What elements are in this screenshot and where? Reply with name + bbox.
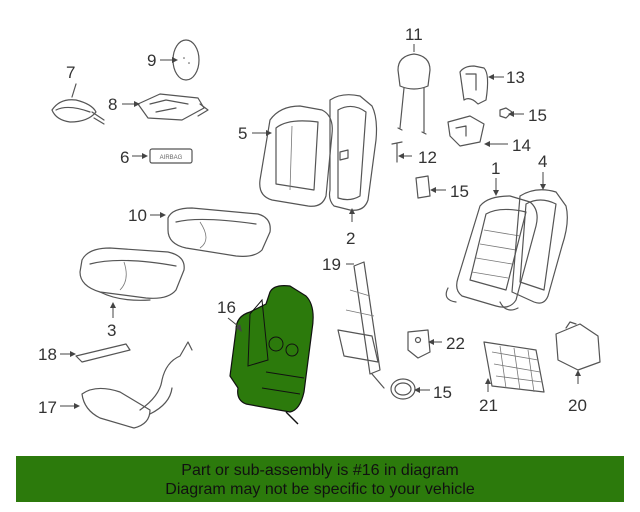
callout-15-low-label: 15: [433, 383, 452, 402]
callout-18: 18: [38, 345, 76, 364]
part-18-rail[interactable]: [75, 343, 131, 363]
callout-13: 13: [488, 68, 525, 87]
callout-15-top: 15: [508, 106, 547, 125]
part-8-bracket[interactable]: [137, 93, 209, 121]
callout-18-label: 18: [38, 345, 57, 364]
callout-1: 1: [491, 159, 500, 196]
part-10-seat-cushion[interactable]: [167, 207, 271, 257]
callout-6: 6: [120, 148, 148, 167]
callout-19-label: 19: [322, 255, 341, 274]
callout-21: 21: [479, 378, 498, 415]
part-20-module-box[interactable]: [555, 321, 601, 371]
part-21-grid-panel[interactable]: [483, 341, 545, 393]
callout-6-label: 6: [120, 148, 129, 167]
callout-4: 4: [538, 152, 547, 190]
callout-16: 16 16: [217, 298, 242, 332]
callout-5: 5: [238, 124, 272, 143]
part-15-ring[interactable]: [390, 378, 416, 400]
callout-17: 17: [38, 398, 80, 417]
callout-20: 20: [568, 370, 587, 415]
callout-5-label: 5: [238, 124, 247, 143]
callout-22: 22: [428, 334, 465, 353]
callout-17-label: 17: [38, 398, 57, 417]
part-7-handle[interactable]: [51, 83, 105, 125]
callout-8: 8: [108, 95, 140, 114]
part-2-seatback-rear[interactable]: [328, 94, 378, 211]
callout-11-label: 11: [405, 25, 423, 44]
callout-9: 9: [147, 51, 178, 70]
info-banner: Part or sub-assembly is #16 in diagram D…: [16, 456, 624, 502]
part-3-cushion-cover[interactable]: [79, 247, 185, 301]
callout-15-mid-label: 15: [450, 182, 469, 201]
callout-1-label: 1: [491, 159, 500, 178]
part-14-module[interactable]: [447, 115, 485, 147]
callout-14-label: 14: [512, 136, 531, 155]
callout-14: 14: [484, 136, 531, 155]
svg-text:AIRBAG: AIRBAG: [160, 155, 183, 161]
callout-20-label: 20: [568, 396, 587, 415]
callout-22-label: 22: [446, 334, 465, 353]
callout-13-label: 13: [506, 68, 525, 87]
banner-line-1: Part or sub-assembly is #16 in diagram: [181, 462, 459, 479]
callout-2: 2: [346, 208, 355, 248]
part-11-headrest[interactable]: [397, 53, 431, 135]
part-4-rear-panel[interactable]: [511, 189, 568, 304]
callout-15-top-label: 15: [528, 106, 547, 125]
part-1-seatback-frame[interactable]: [445, 195, 538, 311]
callout-7-label: 7: [66, 63, 75, 82]
callout-15-mid: 15: [430, 182, 469, 201]
callout-7: 7: [66, 63, 75, 82]
callout-12-label: 12: [418, 148, 437, 167]
part-17-seat-pan[interactable]: [81, 341, 193, 429]
callout-10-label: 10: [128, 206, 147, 225]
callout-10: 10: [128, 206, 166, 225]
part-19-panel[interactable]: [337, 261, 385, 389]
part-16-seatback-assembly[interactable]: [229, 285, 314, 425]
callout-4-label: 4: [538, 152, 547, 171]
part-5-seatback-cover[interactable]: [259, 105, 333, 207]
banner-line-2: Diagram may not be specific to your vehi…: [165, 481, 475, 498]
part-12-pin[interactable]: [391, 141, 403, 163]
part-6-airbag-label[interactable]: AIRBAG: [149, 148, 193, 164]
svg-text:16: 16: [217, 298, 236, 317]
part-13-headrest-frame[interactable]: [459, 65, 489, 105]
callout-15-low: 15: [414, 383, 452, 402]
callout-21-label: 21: [479, 396, 498, 415]
part-15-clip-top[interactable]: [499, 107, 513, 119]
seat-parts-diagram: 9 7 8 AIRBAG 6 5: [38, 25, 601, 429]
callout-3: 3: [107, 302, 116, 340]
callout-12: 12: [398, 148, 437, 167]
callout-8-label: 8: [108, 95, 117, 114]
part-22-clip[interactable]: [407, 329, 431, 359]
callout-3-label: 3: [107, 321, 116, 340]
callout-2-label: 2: [346, 229, 355, 248]
callout-11: 11: [405, 25, 423, 52]
callout-9-label: 9: [147, 51, 156, 70]
callout-19: 19: [322, 255, 354, 274]
part-15-clip-mid[interactable]: [415, 175, 431, 199]
